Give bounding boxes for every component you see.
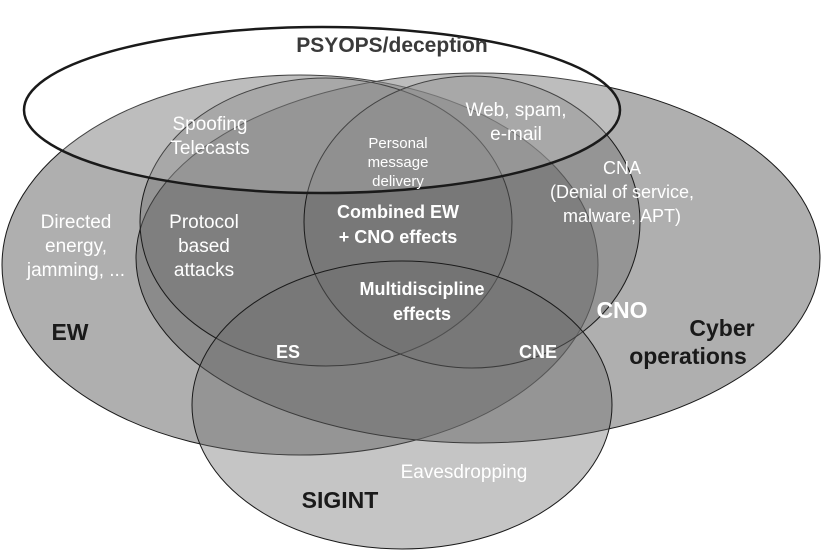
psyops-ellipse [22,25,622,195]
psyops-label: PSYOPS/deception [296,34,487,57]
multidiscipline-label-line2: effects [393,304,451,324]
cno-label: CNO [596,297,647,323]
multidiscipline-label-line1: Multidiscipline [359,279,484,299]
cna-label-line2: (Denial of service, [550,182,694,202]
ew-label: EW [51,319,88,345]
web-label-line2: e-mail [490,124,542,145]
cno-ellipse [303,75,641,369]
cyber-operations-ellipse [135,72,821,444]
web-label-line1: Web, spam, [465,100,566,121]
directed-label-line1: Directed [41,212,112,233]
directed-label-line2: energy, [45,236,107,257]
cyber-operations-label-line1: Cyber [689,315,754,341]
personal-label-line3: delivery [372,173,424,190]
cne-label: CNE [519,342,557,362]
eavesdropping-label: Eavesdropping [401,462,528,483]
cna-label-line3: malware, APT) [563,206,681,226]
sigint-label: SIGINT [302,487,379,513]
es-label: ES [276,342,300,362]
personal-label-line1: Personal [368,135,427,152]
spoofing-label-line1: Spoofing [172,114,247,135]
inner-ew-ellipse [139,77,513,367]
cna-label-line1: CNA [603,158,641,178]
protocol-label-line3: attacks [174,260,234,281]
protocol-label-line2: based [178,236,230,257]
spoofing-label-line2: Telecasts [170,138,249,159]
protocol-label-line1: Protocol [169,212,239,233]
directed-label-line3: jamming, ... [26,260,125,281]
personal-label-line2: message [368,154,429,171]
sigint-ellipse [191,260,613,550]
cyber-operations-label-line2: operations [629,343,747,369]
combined-label-line1: Combined EW [337,202,459,222]
combined-label-line2: + CNO effects [339,227,458,247]
